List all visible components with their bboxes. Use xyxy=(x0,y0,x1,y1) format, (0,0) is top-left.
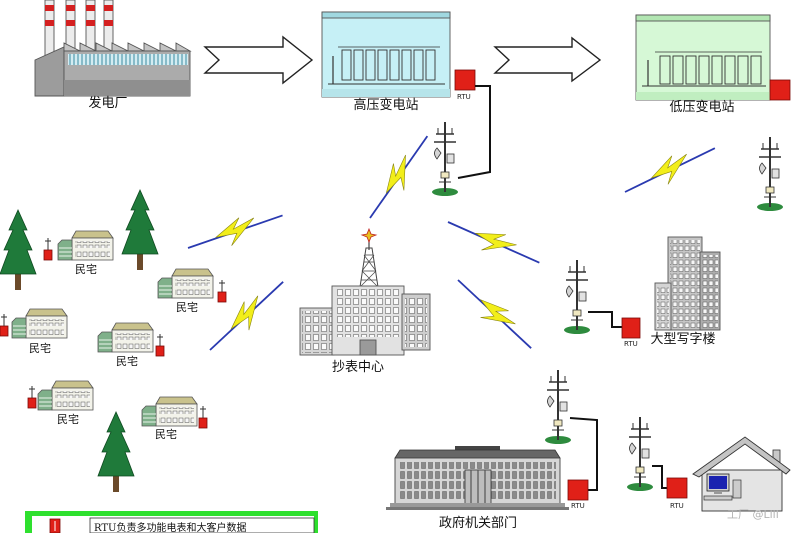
label-residence: 民宅 xyxy=(176,300,198,314)
flow-arrow-hv-to-lv xyxy=(493,36,602,83)
switchgear xyxy=(659,55,762,85)
wire-office-antenna-to-rtu xyxy=(588,311,622,328)
rtu-office-building: RTU xyxy=(621,317,641,348)
rtu-government: RTU xyxy=(567,479,589,510)
power-plant: 发电厂 xyxy=(34,0,192,111)
tree-icon xyxy=(0,209,37,291)
watermark: 工厂 @Lili xyxy=(727,508,779,521)
computer-icon xyxy=(703,473,742,501)
wireless-link-residential-2 xyxy=(200,272,293,360)
label-hv-substation: 高压变电站 xyxy=(353,97,418,113)
wireless-link-office xyxy=(442,210,546,275)
wire-home-antenna-to-rtu xyxy=(652,465,667,489)
rtu-hv-substation: RTU xyxy=(454,69,476,101)
residence-2: 民宅 xyxy=(157,268,227,314)
rtu-residence xyxy=(155,345,165,357)
antenna-icon-office xyxy=(563,259,591,335)
wireless-link-center-hv xyxy=(359,128,439,226)
wireless-link-residential-1 xyxy=(183,203,288,261)
label-residence: 民宅 xyxy=(155,427,177,441)
high-voltage-substation: 高压变电站 xyxy=(321,11,451,113)
rtu-label-office: RTU xyxy=(624,340,638,348)
label-residence: 民宅 xyxy=(75,262,97,276)
government-building: 政府机关部门 xyxy=(386,446,569,531)
house-icon xyxy=(157,268,214,299)
radio-tower-icon xyxy=(359,227,379,288)
antenna-icon-home xyxy=(626,416,654,492)
low-voltage-substation: 低压变电站 xyxy=(635,14,771,115)
label-residence: 民宅 xyxy=(116,354,138,368)
home-with-computer xyxy=(692,436,791,512)
label-residence: 民宅 xyxy=(29,341,51,355)
rtu-residence xyxy=(27,397,37,409)
antenna-icon-government xyxy=(544,369,572,445)
rtu-label-home: RTU xyxy=(670,502,684,510)
residence-4: 民宅 xyxy=(97,322,165,368)
rtu-residence xyxy=(43,249,53,261)
note-box: RTU负责多功能电表和大客户数据 xyxy=(25,511,318,533)
house-icon xyxy=(141,396,198,427)
wire-hv-rtu-to-antenna xyxy=(457,85,491,179)
rtu-label-government: RTU xyxy=(571,502,585,510)
label-residence: 民宅 xyxy=(57,412,79,426)
antenna-icon-hv-substation xyxy=(431,121,459,197)
wire-gov-antenna-to-rtu xyxy=(569,417,598,491)
office-building: 大型写字楼 xyxy=(650,236,721,347)
house-icon xyxy=(97,322,154,353)
meter-reading-center: 抄表中心 xyxy=(299,227,431,375)
note-text: RTU负责多功能电表和大客户数据 xyxy=(94,521,246,533)
label-meter-reading-center: 抄表中心 xyxy=(332,360,384,375)
house-icon xyxy=(11,308,68,339)
residence-1: 民宅 xyxy=(43,230,114,276)
rtu-label-hv: RTU xyxy=(457,93,471,101)
rtu-residence xyxy=(0,325,9,337)
switchgear xyxy=(341,49,436,81)
house-icon xyxy=(57,230,114,261)
wireless-link-government xyxy=(448,270,541,358)
tree-icon xyxy=(121,189,159,271)
label-lv-substation: 低压变电站 xyxy=(669,99,734,115)
tree-icon xyxy=(97,411,135,493)
house-icon xyxy=(37,380,94,411)
residence-6: 民宅 xyxy=(141,396,208,441)
residence-5: 民宅 xyxy=(27,380,94,426)
rtu-home: RTU xyxy=(666,477,688,510)
antenna-icon-lv-substation xyxy=(756,136,784,212)
label-power-plant: 发电厂 xyxy=(88,95,127,111)
label-government: 政府机关部门 xyxy=(439,516,517,531)
rtu-residence xyxy=(198,417,208,429)
label-office-building: 大型写字楼 xyxy=(650,332,715,347)
residence-3: 民宅 xyxy=(0,308,68,355)
flow-arrow-plant-to-hv xyxy=(203,35,314,85)
wireless-link-lv xyxy=(618,136,722,204)
rtu-residence xyxy=(217,291,227,303)
rtu-lv-substation xyxy=(769,79,791,101)
